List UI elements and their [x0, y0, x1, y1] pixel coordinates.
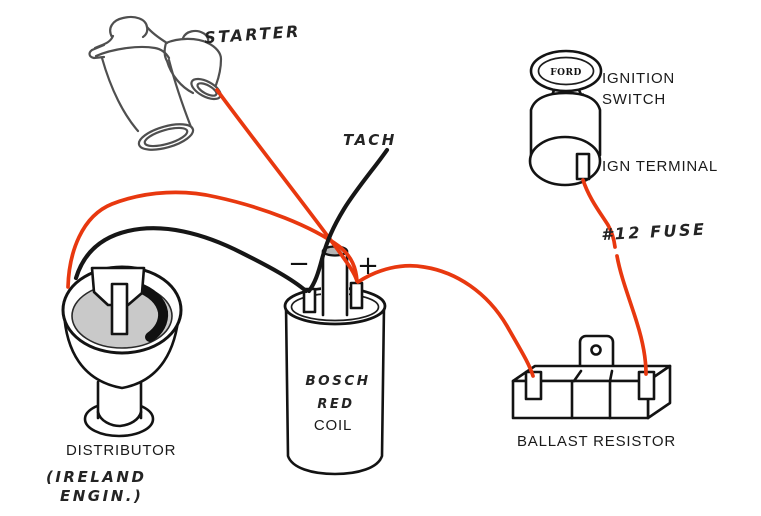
wire-fuse-to-ballast-right: [615, 254, 648, 376]
starter: [88, 15, 223, 151]
coil-positive-terminal: [349, 281, 364, 310]
starter-left-flange: [88, 43, 106, 60]
starter-solenoid-bump: [181, 29, 210, 45]
coil: [283, 245, 387, 476]
distributor-rotor-slot: [110, 282, 129, 336]
ballast-right-terminal: [637, 370, 656, 401]
fuse-label: #12 FUSE: [601, 220, 707, 244]
distributor-note-line1: (IRELAND: [46, 468, 146, 486]
wires: [66, 88, 648, 378]
ballast-band-lines: [570, 379, 612, 420]
starter-mouth: [137, 123, 195, 151]
distributor-shaft-bottom: [96, 410, 143, 428]
ignition-switch-label-line1: IGNITION: [602, 70, 675, 87]
distributor: [61, 265, 183, 438]
starter-solenoid-body: [163, 37, 223, 95]
coil-body: [284, 304, 386, 476]
coil-label-line2: RED: [317, 397, 354, 412]
coil-minus-sign: −: [288, 249, 310, 279]
ign-terminal-post: [575, 152, 591, 181]
starter-body-left-side: [100, 56, 140, 133]
coil-label-line3: COIL: [314, 417, 352, 434]
starter-top-cap: [109, 15, 149, 39]
wire-tach-to-coil-negative: [306, 147, 390, 294]
ballast-tab-base-lines: [572, 369, 614, 383]
labels: STARTER TACH IGNITION SWITCH IGN TERMINA…: [46, 22, 718, 505]
starter-label: STARTER: [204, 22, 302, 48]
wire-ign-terminal-to-fuse: [581, 178, 617, 249]
ballast-resistor-label: BALLAST RESISTOR: [517, 433, 676, 450]
ignition-switch: FORD: [528, 49, 603, 187]
ignition-key-head-inner-ring: [537, 56, 595, 86]
distributor-note-line2: ENGIN.): [60, 487, 143, 505]
ballast-mounting-hole: [590, 344, 602, 356]
ign-terminal-label: IGN TERMINAL: [602, 158, 718, 175]
starter-collar-bottom: [94, 45, 171, 60]
distributor-cap-crescent: [132, 282, 169, 342]
coil-label-line1: BOSCH: [305, 373, 370, 389]
coil-plus-sign: +: [357, 251, 379, 281]
ballast-resistor: [511, 334, 672, 420]
wire-starter-to-coil-positive: [215, 88, 359, 283]
wire-distributor-to-coil-positive: [66, 190, 359, 289]
tach-label: TACH: [343, 131, 397, 149]
starter-solenoid-mouth-inner: [196, 82, 218, 97]
distributor-label: DISTRIBUTOR: [66, 442, 176, 459]
starter-collar-top: [93, 25, 169, 50]
wire-distributor-to-coil-negative: [73, 226, 309, 294]
starter-body-right-side: [167, 58, 193, 129]
ignition-switch-label-line2: SWITCH: [602, 91, 666, 108]
ignition-key-brand-text: FORD: [550, 68, 582, 78]
wire-coil-positive-to-ballast-left: [356, 263, 535, 378]
starter-mouth-inner: [143, 126, 189, 148]
